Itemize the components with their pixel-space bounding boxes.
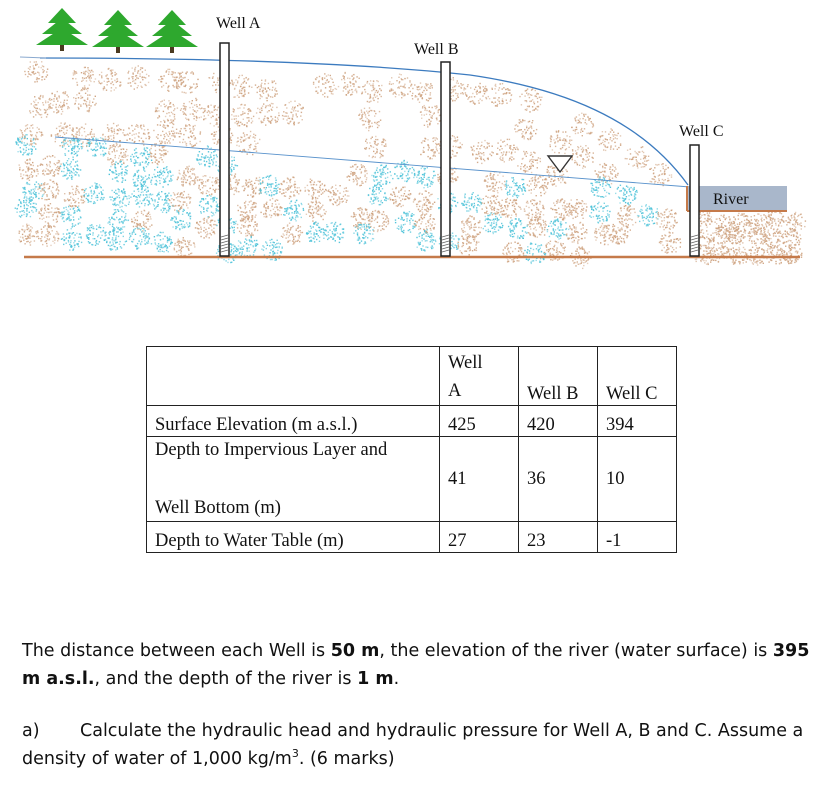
- tree-icon: [146, 10, 198, 53]
- cell-well-c: 10: [597, 436, 677, 522]
- row-label: Depth to Water Table (m): [146, 521, 440, 553]
- river: [687, 186, 787, 211]
- well-b-label: Well B: [414, 41, 458, 58]
- well-c: [689, 144, 700, 257]
- aquifer-diagram: Well A Well B Well C River: [14, 8, 807, 270]
- header-well-a-line1: Well: [448, 353, 483, 373]
- cell-well-a: 27: [439, 521, 519, 553]
- question-a-label: a): [22, 721, 40, 741]
- tree-icon: [36, 8, 88, 51]
- river-label: River: [713, 191, 749, 208]
- ground-surface-line: [39, 57, 689, 186]
- table-header-row: Well A Well B Well C: [146, 346, 677, 406]
- well-c-label: Well C: [679, 123, 723, 140]
- well-data-table: Well A Well B Well C Surface Elevation (…: [146, 346, 677, 553]
- row-label-line1: Depth to Impervious Layer and: [155, 440, 388, 460]
- ground-surface-left: [19, 56, 47, 59]
- cell-well-c: 394: [597, 405, 677, 437]
- header-well-a-line2: A: [448, 381, 462, 401]
- cell-well-b: 420: [518, 405, 598, 437]
- table-header-well-a: Well A: [439, 346, 519, 406]
- well-b: [440, 61, 451, 257]
- table-row: Surface Elevation (m a.s.l.) 425 420 394: [146, 405, 677, 437]
- table-row: Depth to Water Table (m) 27 23 -1: [146, 521, 677, 553]
- problem-description: The distance between each Well is 50 m, …: [22, 641, 810, 689]
- table-row: Depth to Impervious Layer and Well Botto…: [146, 436, 677, 522]
- table-header-well-b: Well B: [518, 346, 598, 406]
- table-header-well-c: Well C: [597, 346, 677, 406]
- row-label-line2: Well Bottom (m): [155, 498, 281, 518]
- cell-well-c: -1: [597, 521, 677, 553]
- row-label: Depth to Impervious Layer and Well Botto…: [146, 436, 440, 522]
- row-label: Surface Elevation (m a.s.l.): [146, 405, 440, 437]
- question-a: a)Calculate the hydraulic head and hydra…: [22, 717, 822, 773]
- water-table-triangle-icon: [546, 155, 574, 174]
- problem-text: The distance between each Well is 50 m, …: [22, 637, 822, 773]
- water-table-line: [54, 136, 691, 188]
- tree-icon: [92, 10, 144, 53]
- cell-well-a: 425: [439, 405, 519, 437]
- well-a-label: Well A: [216, 15, 261, 32]
- table-header-empty: [146, 346, 440, 406]
- well-a: [219, 42, 230, 257]
- cell-well-b: 23: [518, 521, 598, 553]
- question-a-text: Calculate the hydraulic head and hydraul…: [22, 721, 804, 769]
- cell-well-b: 36: [518, 436, 598, 522]
- cell-well-a: 41: [439, 436, 519, 522]
- soil-speckles: [14, 61, 807, 270]
